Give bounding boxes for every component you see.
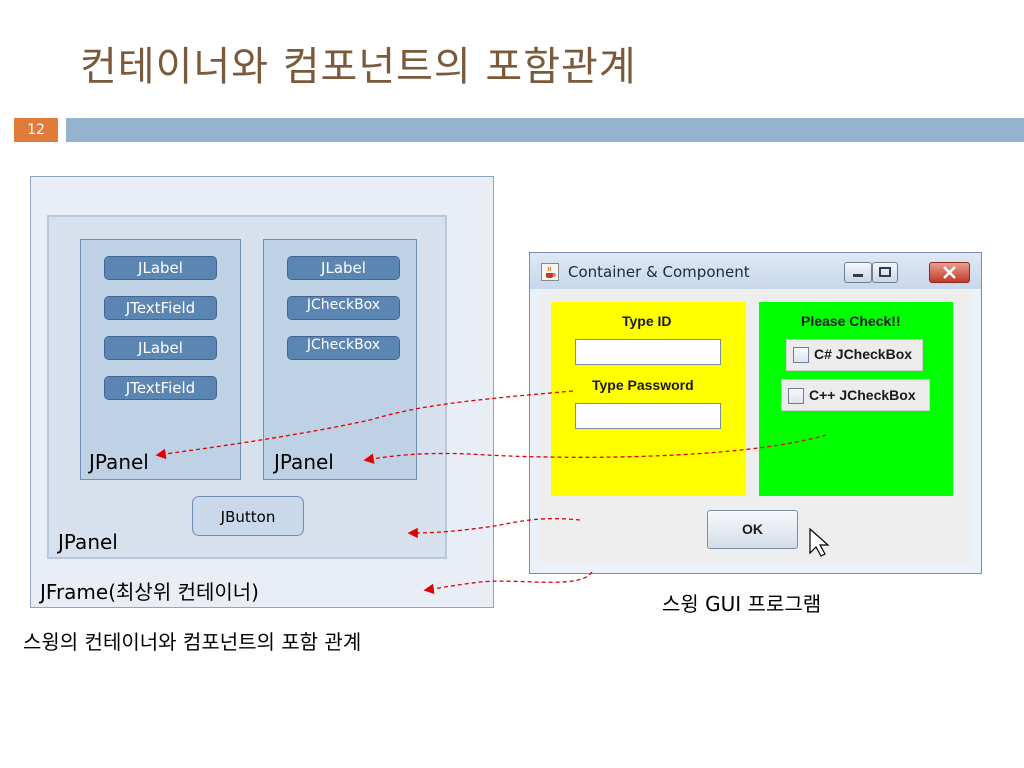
arrow-green-to-right-jpanel — [363, 434, 827, 464]
jtextfield-component: JTextField — [104, 376, 217, 400]
swing-caption: 스윙 GUI 프로그램 — [662, 592, 822, 616]
minimize-button[interactable] — [844, 262, 872, 283]
cpp-checkbox-label: C++ JCheckBox — [809, 387, 916, 403]
left-jpanel-label: JPanel — [89, 450, 149, 474]
jframe-label: JFrame(최상위 컨테이너) — [40, 580, 259, 604]
right-jpanel-label: JPanel — [274, 450, 334, 474]
arrow-ok-to-jbutton — [407, 517, 581, 539]
arrow-window-to-jframe — [423, 571, 593, 595]
jlabel-component: JLabel — [104, 256, 217, 280]
password-textfield[interactable] — [575, 403, 721, 429]
checkbox-square-icon[interactable] — [788, 388, 804, 404]
mouse-cursor-icon — [809, 527, 830, 557]
window-title: Container & Component — [568, 263, 750, 281]
jlabel-component: JLabel — [104, 336, 217, 360]
jcheckbox-component: JCheckBox — [287, 296, 400, 320]
slide-title: 컨테이너와 컴포넌트의 포함관계 — [80, 44, 637, 90]
outer-jpanel-label: JPanel — [58, 530, 118, 554]
diagram-caption: 스윙의 컨테이너와 컴포넌트의 포함 관계 — [23, 630, 362, 654]
page-number: 12 — [14, 118, 58, 142]
title-divider-bar — [66, 118, 1024, 142]
minimize-icon — [853, 274, 863, 277]
please-check-label: Please Check!! — [801, 313, 901, 329]
ok-button[interactable]: OK — [707, 510, 798, 549]
yellow-jpanel — [551, 302, 746, 496]
jlabel-component: JLabel — [287, 256, 400, 280]
id-textfield[interactable] — [575, 339, 721, 365]
jcheckbox-component: JCheckBox — [287, 336, 400, 360]
window-titlebar[interactable] — [530, 253, 981, 289]
type-id-label: Type ID — [622, 313, 672, 329]
close-icon — [943, 266, 956, 279]
csharp-checkbox[interactable]: C# JCheckBox — [786, 339, 923, 371]
maximize-icon — [879, 267, 891, 277]
csharp-checkbox-label: C# JCheckBox — [814, 346, 913, 362]
java-coffee-icon — [541, 263, 559, 281]
jbutton-component: JButton — [192, 496, 304, 536]
type-password-label: Type Password — [592, 377, 694, 393]
close-button[interactable] — [929, 262, 970, 283]
arrow-yellow-to-left-jpanel — [155, 390, 574, 460]
jtextfield-component: JTextField — [104, 296, 217, 320]
checkbox-square-icon[interactable] — [793, 347, 809, 363]
maximize-button[interactable] — [872, 262, 898, 283]
cpp-checkbox[interactable]: C++ JCheckBox — [781, 379, 930, 411]
